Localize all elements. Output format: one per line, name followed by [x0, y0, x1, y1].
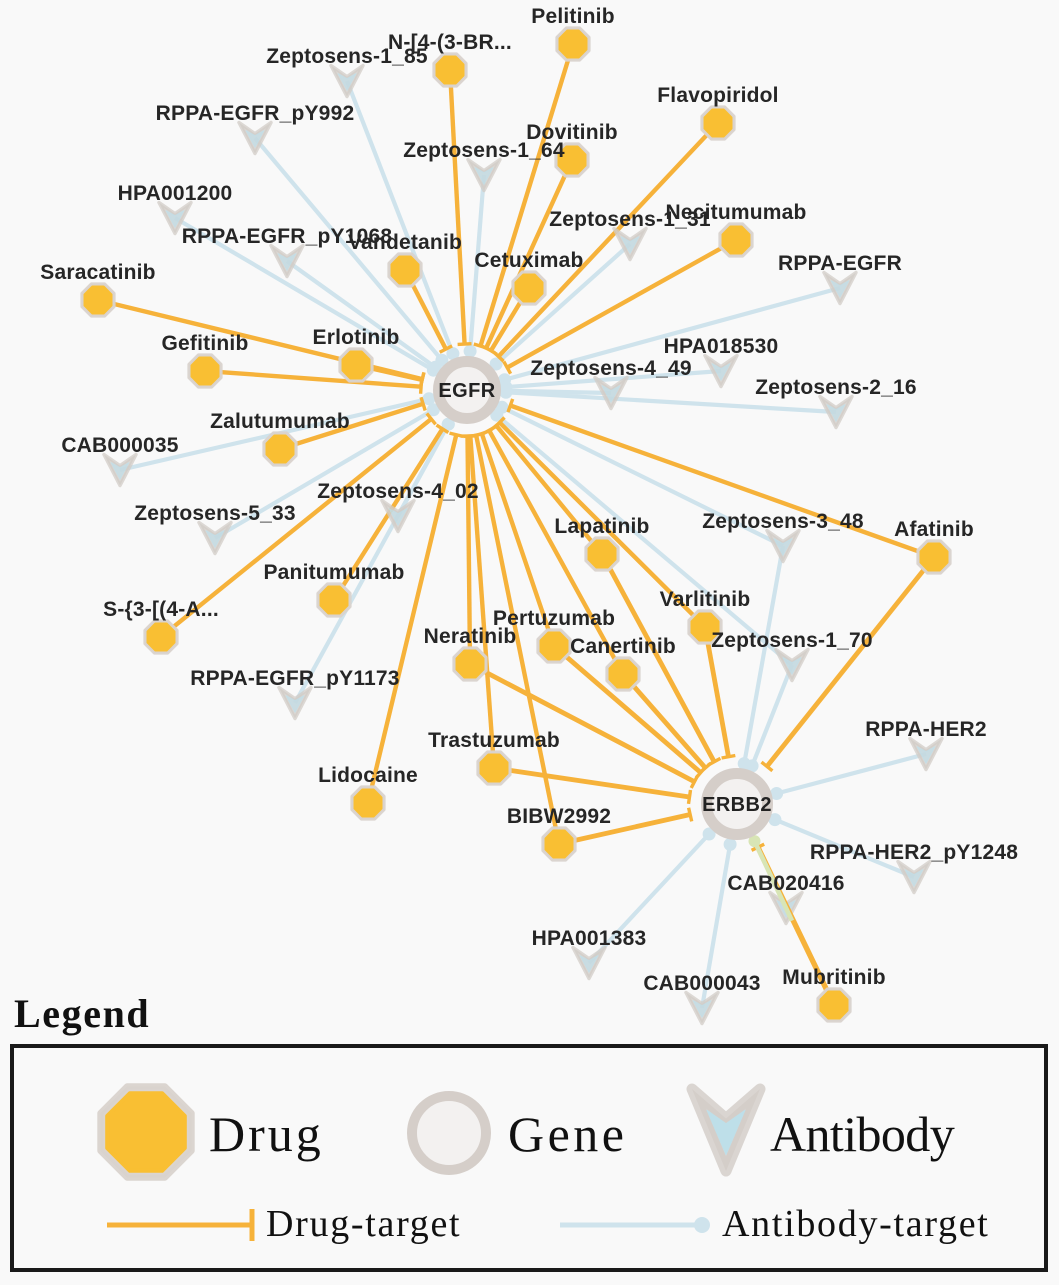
svg-text:Zeptosens-5_33: Zeptosens-5_33: [134, 502, 296, 525]
svg-text:Zeptosens-3_48: Zeptosens-3_48: [702, 510, 864, 533]
svg-text:Neratinib: Neratinib: [424, 625, 517, 648]
svg-text:Zeptosens-4_49: Zeptosens-4_49: [530, 357, 692, 380]
svg-text:RPPA-EGFR_pY1173: RPPA-EGFR_pY1173: [190, 667, 399, 690]
svg-text:Gene: Gene: [508, 1106, 628, 1162]
svg-text:Saracatinib: Saracatinib: [40, 261, 155, 284]
svg-text:Gefitinib: Gefitinib: [162, 332, 249, 355]
svg-text:Antibody: Antibody: [770, 1106, 955, 1162]
svg-text:Legend: Legend: [14, 991, 150, 1036]
svg-text:Mubritinib: Mubritinib: [782, 966, 885, 989]
svg-text:RPPA-EGFR_pY1068: RPPA-EGFR_pY1068: [182, 225, 393, 248]
svg-text:Trastuzumab: Trastuzumab: [428, 729, 560, 752]
svg-text:Flavopiridol: Flavopiridol: [657, 84, 778, 107]
svg-text:ERBB2: ERBB2: [702, 794, 772, 816]
svg-text:Cetuximab: Cetuximab: [474, 249, 583, 272]
svg-text:BIBW2992: BIBW2992: [507, 805, 611, 828]
svg-text:CAB000043: CAB000043: [643, 972, 760, 995]
svg-text:CAB020416: CAB020416: [727, 872, 844, 895]
svg-text:Zeptosens-1_31: Zeptosens-1_31: [549, 208, 711, 231]
svg-text:Canertinib: Canertinib: [570, 635, 676, 658]
svg-text:Erlotinib: Erlotinib: [313, 326, 400, 349]
svg-text:Zeptosens-1_64: Zeptosens-1_64: [403, 139, 565, 162]
svg-text:Varlitinib: Varlitinib: [660, 588, 751, 611]
svg-text:Afatinib: Afatinib: [894, 518, 974, 541]
svg-text:Lidocaine: Lidocaine: [318, 764, 418, 787]
svg-text:HPA018530: HPA018530: [664, 335, 779, 358]
svg-text:Zeptosens-2_16: Zeptosens-2_16: [755, 376, 917, 399]
svg-text:Antibody-target: Antibody-target: [722, 1203, 990, 1245]
svg-text:EGFR: EGFR: [438, 380, 495, 402]
svg-text:Lapatinib: Lapatinib: [554, 515, 649, 538]
svg-text:HPA001383: HPA001383: [532, 927, 647, 950]
svg-text:Drug-target: Drug-target: [266, 1203, 461, 1245]
svg-text:HPA001200: HPA001200: [118, 182, 233, 205]
svg-text:RPPA-HER2_pY1248: RPPA-HER2_pY1248: [810, 841, 1018, 864]
svg-text:S-{3-[(4-A...: S-{3-[(4-A...: [103, 598, 219, 621]
svg-text:RPPA-EGFR: RPPA-EGFR: [778, 252, 902, 275]
svg-text:Zeptosens-1_70: Zeptosens-1_70: [711, 629, 873, 652]
svg-text:RPPA-HER2: RPPA-HER2: [865, 718, 987, 741]
svg-text:CAB000035: CAB000035: [61, 434, 178, 457]
svg-text:Zalutumumab: Zalutumumab: [210, 410, 350, 433]
svg-text:Drug: Drug: [209, 1106, 324, 1162]
svg-text:Pelitinib: Pelitinib: [531, 5, 614, 28]
svg-text:RPPA-EGFR_pY992: RPPA-EGFR_pY992: [156, 102, 355, 125]
svg-text:Zeptosens-4_02: Zeptosens-4_02: [317, 480, 479, 503]
svg-text:Panitumumab: Panitumumab: [263, 561, 404, 584]
svg-text:Zeptosens-1_85: Zeptosens-1_85: [266, 45, 428, 68]
